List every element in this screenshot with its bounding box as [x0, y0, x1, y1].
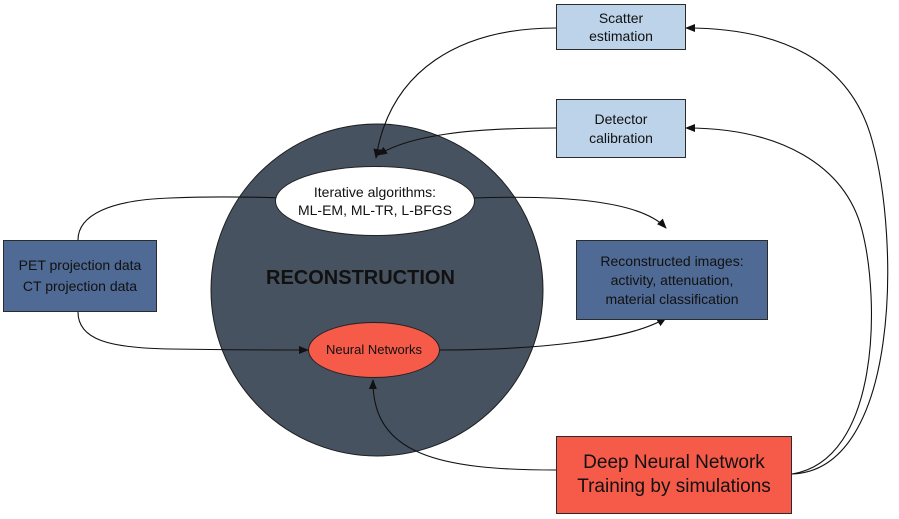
iterative-algorithms-ellipse: Iterative algorithms: ML-EM, ML-TR, L-BF…: [275, 166, 475, 236]
scatter-line-2: estimation: [589, 28, 653, 44]
scatter-estimation-box: Scatter estimation: [556, 4, 686, 50]
dnn-line-1: Deep Neural Network: [583, 452, 765, 473]
arrow-input-to-neural: [77, 311, 309, 354]
neural-networks-ellipse: Neural Networks: [308, 322, 440, 378]
dnn-line-2: Training by simulations: [577, 476, 771, 497]
detector-line-2: calibration: [589, 129, 653, 146]
arrow-scatter-to-iterative: [373, 27, 557, 159]
output-line-1: Reconstructed images:: [600, 252, 744, 269]
arrow-dnn-to-detector: [685, 124, 872, 475]
arrow-dnn-to-neural: [368, 379, 557, 471]
output-line-2: activity, attenuation,: [610, 271, 734, 288]
deep-neural-network-box: Deep Neural Network Training by simulati…: [556, 436, 792, 514]
arrow-input-to-iterative: [77, 193, 287, 241]
neural-label: Neural Networks: [325, 342, 423, 357]
input-line-1: PET projection data: [18, 257, 142, 273]
arrow-neural-to-output: [437, 317, 667, 351]
detector-line-1: Detector: [594, 110, 648, 127]
scatter-line-1: Scatter: [598, 10, 644, 26]
iterative-line-1: Iterative algorithms:: [313, 184, 437, 200]
projection-data-box: PET projection data CT projection data: [3, 240, 157, 312]
reconstructed-images-box: Reconstructed images: activity, attenuat…: [576, 240, 768, 320]
output-line-3: material classification: [605, 290, 739, 307]
arrow-detector-to-iterative: [377, 127, 557, 156]
iterative-line-2: ML-EM, ML-TR, L-BFGS: [297, 202, 452, 218]
detector-calibration-box: Detector calibration: [556, 99, 686, 158]
reconstruction-label: RECONSTRUCTION: [266, 267, 455, 289]
input-line-2: CT projection data: [22, 278, 138, 294]
arrow-dnn-to-scatter: [685, 24, 889, 475]
arrow-iterative-to-output: [471, 196, 667, 229]
